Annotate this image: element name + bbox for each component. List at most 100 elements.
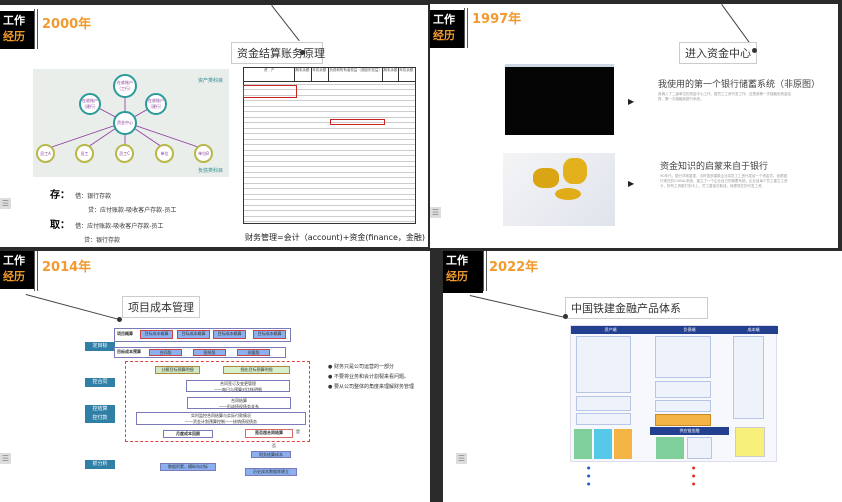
node-bottom: 员工 [75, 144, 94, 163]
deposit-label: 存： [50, 190, 70, 201]
bottom-header: 供应链金融 [650, 427, 729, 435]
cyan-box [594, 429, 612, 459]
connector-dot [117, 317, 122, 322]
highlight-box [330, 119, 385, 125]
flow-box: 历史成本数据库建立 [245, 468, 297, 476]
flow-text: ——资金计划预算控制——核销债权债务 [185, 419, 257, 424]
flow-box: 合同结算——形成债权债务关系 [187, 397, 291, 409]
item-body: 90年代，银行非常重视，当时很多建筑企业将员工工资代发给一个资金员。依照银行现在… [660, 174, 788, 188]
withdraw-entry: 取： 借：应付账款-吸收客户存款-员工 贷：银行存款 [50, 213, 163, 244]
terminal-screenshot [505, 64, 614, 135]
flow-box: 目标成本概算 [177, 330, 210, 339]
liability-sub [655, 400, 711, 412]
row-label: 目标成本预算 [117, 349, 141, 354]
list-menu-icon[interactable]: ☰ [456, 453, 467, 464]
flow-box: 实时监控合同结算与实际付款情况——资金计划预算控制——核销债权债务 [136, 412, 306, 425]
flow-box: 合同版 [149, 349, 182, 356]
asset-group [576, 336, 631, 393]
bullet-item: ● 要从公司整体的角度来理解财务管理 [328, 384, 414, 390]
deposit-debit: 借：银行存款 [75, 193, 112, 200]
flow-box: 细化目标预算明细 [223, 366, 290, 374]
bullet-text: 财务只是公司运营的一部分 [333, 364, 394, 370]
flow-label: 是 [296, 429, 300, 434]
asset-sub [576, 396, 631, 411]
list-menu-icon[interactable]: ☰ [0, 453, 11, 464]
bullet-item: ● 不要将业务和会计割裂来看问题。 [328, 374, 409, 380]
bullet-text: 不要将业务和会计割裂来看问题。 [333, 374, 409, 380]
flow-text: 合同签订及变更管理 [220, 381, 256, 386]
connector-line [25, 294, 118, 320]
product-system-diagram: 资产端 负债端 成本端 供应链金融 [570, 325, 778, 462]
flow-box: 测量版 [237, 349, 270, 356]
play-icon: ▶ [628, 179, 635, 188]
side-label: 控付款 [85, 414, 115, 423]
panel-2014: 工作经历 2014年 项目成本管理 定目标 控合同 控结算 控付款 抓分析 项目… [0, 251, 430, 502]
list-menu-icon[interactable]: ☰ [0, 198, 11, 209]
panel-2022: 工作经历 2022年 中国铁建金融产品体系 资产端 负债端 成本端 供应链金融 … [443, 251, 842, 502]
node-center: 资金中心 [113, 111, 137, 135]
year-label: 2014年 [42, 260, 92, 275]
work-history-badge: 工作经历 [0, 11, 34, 49]
col-header: 期末余额 [295, 68, 313, 81]
connector-dot [563, 314, 568, 319]
year-label: 2022年 [489, 260, 539, 275]
col-header: 期末余额 [383, 68, 400, 81]
coins-image [503, 153, 615, 226]
list-menu-icon[interactable]: ☰ [430, 207, 441, 218]
green-box [574, 429, 592, 459]
bullet-text: 要从公司整体的角度来理解财务管理 [333, 384, 414, 390]
legend-marker: ● [587, 465, 591, 470]
slide-title: 中国铁建金融产品体系 [565, 297, 708, 319]
cost-group [733, 336, 764, 419]
play-icon: ▶ [628, 97, 635, 106]
coin [533, 168, 559, 188]
legend-marker: ● [587, 473, 591, 478]
node-top: 在收账户（工行） [113, 74, 137, 98]
col-header: 资 产 [244, 68, 296, 81]
slide-title: 进入资金中心 [679, 42, 757, 64]
liability-group [655, 336, 711, 378]
liability-sub [655, 381, 711, 398]
orange-box [655, 414, 711, 426]
slide-title: 资金结算账务原理 [231, 42, 325, 64]
connector-line [271, 5, 300, 42]
flow-box: 月度成本回顾 [163, 430, 213, 438]
orange-box [614, 429, 632, 459]
account-diagram: 在收账户（工行） 在收账户（建行） 在收账户（建行） 资金中心 员工A 员工 员… [33, 69, 229, 177]
formula-text: 财务管理=会计（account)+资金(finance，金融) [245, 233, 426, 242]
balance-sheet-table: 资 产 期末余额 年初余额 负债和所有者权益（或股东权益） 期末余额 年初余额 [243, 67, 416, 224]
year-label: 2000年 [42, 17, 92, 32]
yellow-box [735, 427, 765, 457]
node-right: 在收账户（建行） [145, 93, 167, 115]
bullet-item: ● 财务只是公司运营的一部分 [328, 364, 394, 370]
flow-text: 实时监控合同结算与实际付款情况 [191, 413, 251, 418]
divider-bars [34, 9, 38, 49]
asset-label: 资产类科目 [197, 78, 223, 84]
withdraw-label: 取： [50, 220, 70, 231]
column-header: 负债端 [650, 326, 729, 334]
flow-box: 数据积累，横纵向对标 [160, 463, 216, 471]
node-left: 在收账户（建行） [79, 93, 101, 115]
flow-box: 合同签订及变更管理——每日与预算对比帐明细 [186, 380, 290, 392]
node-bottom: 单位 [155, 144, 174, 163]
flow-text: ——形成债权债务关系 [219, 404, 259, 409]
connector-line [469, 295, 565, 318]
year-label: 1997年 [472, 12, 522, 27]
flow-text: 合同结算 [231, 398, 247, 403]
flow-box: 财务核算成本 [251, 451, 291, 458]
deposit-entry: 存： 借：银行存款 贷：应付账款-吸收客户存款-员工 [50, 183, 176, 214]
side-label: 定目标 [85, 342, 115, 351]
slide-title: 项目成本管理 [122, 296, 200, 318]
work-history-badge: 工作经历 [0, 251, 34, 289]
column-header: 资产端 [571, 326, 650, 334]
side-label: 控合同 [85, 378, 115, 387]
flow-box: 目标成本概算 [253, 330, 286, 339]
control-region [125, 361, 310, 442]
row-label: 项目概算 [117, 331, 133, 336]
legend-marker: ● [692, 465, 696, 470]
divider-bars [464, 8, 468, 48]
panel-1997: 工作经历 1997年 进入资金中心 ▶ 我使用的第一个银行储蓄系统（非原图） 我… [430, 4, 838, 248]
legend-notes: ● ● ● ● ● ● [587, 464, 767, 494]
deposit-credit: 贷：应付账款-吸收客户存款-员工 [88, 207, 177, 214]
highlight-box [243, 85, 297, 98]
